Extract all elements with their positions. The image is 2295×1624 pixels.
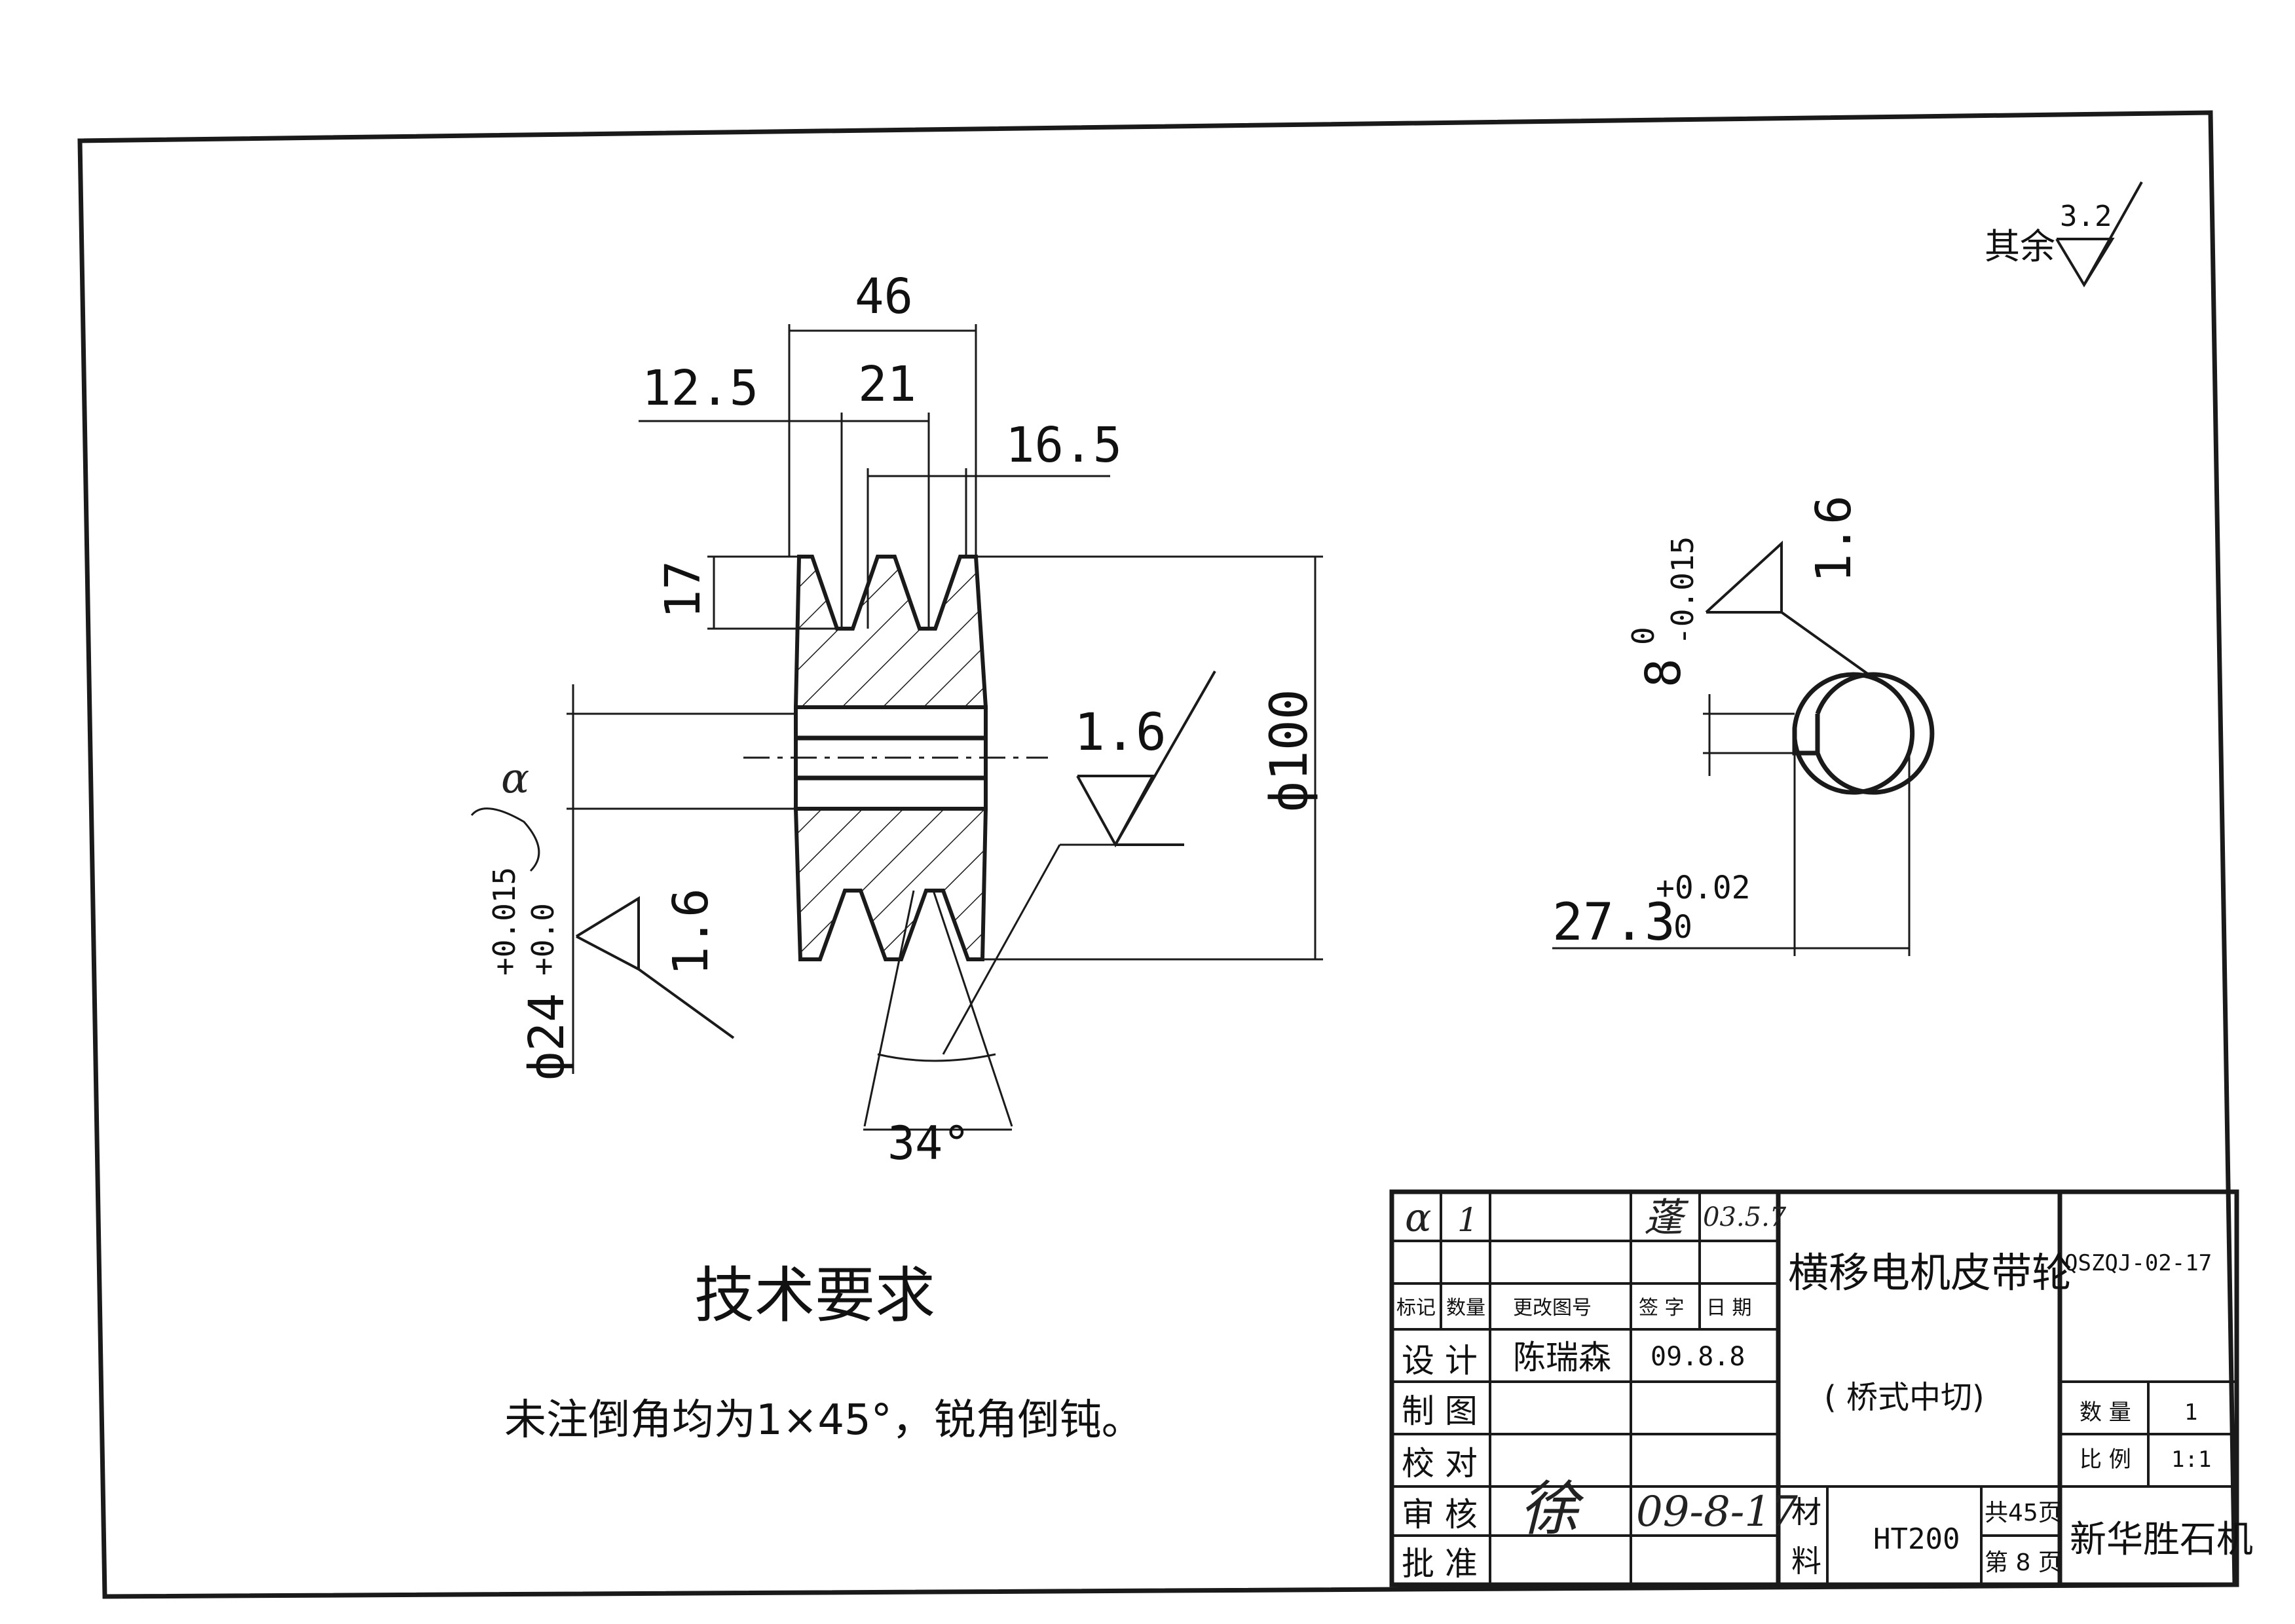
rev-count: 1 bbox=[1457, 1201, 1478, 1239]
dimension-groove-angle bbox=[863, 890, 1013, 1131]
dim-groove-pitch: 21 bbox=[858, 356, 916, 413]
dim-key-width-tol-upper: 0 bbox=[1626, 627, 1661, 645]
keyway-profile bbox=[1792, 672, 1915, 795]
header-date: 日 期 bbox=[1706, 1297, 1752, 1320]
title-block: α 1 蓬 03.5.7 标记 数量 更改图号 签 字 日 期 设 计 陈瑞森 … bbox=[1389, 1189, 2253, 1587]
key-roughness: 1.6 bbox=[1806, 495, 1862, 583]
review-sign: 徐 bbox=[1520, 1475, 1584, 1543]
review-label: 审 核 bbox=[1402, 1496, 1478, 1534]
roughness-groove: 1.6 bbox=[1074, 703, 1166, 762]
design-name: 陈瑞森 bbox=[1513, 1338, 1611, 1376]
dim-groove-depth: 17 bbox=[655, 561, 711, 619]
sheet-number: 第 8 页 bbox=[1985, 1549, 2062, 1576]
roughness-bore: 1.6 bbox=[663, 888, 719, 976]
groove-roughness-icon bbox=[1076, 671, 1216, 848]
quantity-value: 1 bbox=[2184, 1399, 2197, 1426]
dim-left-offset: 12.5 bbox=[642, 360, 758, 416]
bore-roughness-icon bbox=[575, 896, 735, 1039]
design-label: 设 计 bbox=[1402, 1342, 1478, 1380]
dim-overall-width: 46 bbox=[855, 268, 913, 325]
dim-key-depth-tol-lower: 0 bbox=[1673, 909, 1692, 946]
rev-date: 03.5.7 bbox=[1703, 1202, 1787, 1232]
scale-label: 比 例 bbox=[2080, 1447, 2131, 1473]
header-mark: 标记 bbox=[1396, 1297, 1436, 1320]
drawing-number: QSZQJ-02-17 bbox=[2064, 1250, 2212, 1276]
dimension-bore-diameter bbox=[567, 684, 796, 1074]
dim-groove-angle: 34° bbox=[887, 1116, 970, 1170]
tech-requirements-note: 未注倒角均为1×45°，锐角倒钝。 bbox=[504, 1396, 1144, 1445]
pulley-upper-section bbox=[793, 555, 988, 709]
header-quantity: 数量 bbox=[1446, 1297, 1485, 1320]
review-date: 09-8-17 bbox=[1636, 1488, 1798, 1536]
draw-label: 制 图 bbox=[1402, 1392, 1478, 1430]
dim-key-width-tol-lower: -0.015 bbox=[1665, 536, 1700, 645]
material-label-2: 料 bbox=[1791, 1543, 1821, 1579]
dim-bore-diameter: ф24 bbox=[519, 993, 575, 1080]
dim-key-depth-tol-upper: +0.02 bbox=[1656, 870, 1751, 906]
dim-key-depth: 27.3 bbox=[1552, 893, 1675, 952]
dimension-lines-top bbox=[639, 324, 1110, 630]
part-name: 横移电机皮带轮 bbox=[1788, 1249, 2072, 1297]
header-change-no: 更改图号 bbox=[1513, 1297, 1592, 1320]
pulley-section-view: 46 12.5 21 16.5 17 ф100 ф24 +0.015 +0.0 … bbox=[470, 268, 1323, 1170]
material-value: HT200 bbox=[1873, 1522, 1960, 1556]
check-label: 校 对 bbox=[1402, 1445, 1478, 1483]
surface-note-value: 3.2 bbox=[2060, 200, 2112, 233]
rev-mark: α bbox=[1405, 1195, 1432, 1241]
keyway-end-view: 1.6 8 0 -0.015 27.3 +0.02 0 bbox=[1552, 495, 1935, 956]
approve-label: 批 准 bbox=[1402, 1545, 1478, 1583]
header-signature: 签 字 bbox=[1639, 1297, 1685, 1320]
part-subtitle: ( 桥式中切) bbox=[1824, 1379, 1985, 1416]
dim-outer-diameter: ф100 bbox=[1260, 689, 1319, 812]
dim-right-offset: 16.5 bbox=[1005, 417, 1122, 473]
roughness-symbol-icon bbox=[2055, 181, 2143, 287]
company-name: 新华胜石机 bbox=[2070, 1519, 2253, 1561]
pulley-lower-section bbox=[793, 807, 988, 961]
surface-note-label: 其余 bbox=[1985, 226, 2055, 267]
tech-requirements-title: 技术要求 bbox=[694, 1261, 935, 1331]
quantity-label: 数 量 bbox=[2080, 1399, 2131, 1426]
dim-key-width: 8 bbox=[1635, 658, 1692, 688]
margin-mark: α bbox=[501, 754, 529, 803]
material-label-1: 材 bbox=[1791, 1494, 1821, 1530]
sheets-total: 共45页 bbox=[1985, 1500, 2062, 1526]
dim-bore-tol-upper: +0.015 bbox=[487, 867, 522, 976]
surface-roughness-note: 其余 3.2 bbox=[1985, 181, 2143, 287]
scale-value: 1:1 bbox=[2171, 1447, 2211, 1473]
dimension-outer-diameter bbox=[976, 555, 1323, 961]
rev-sign: 蓬 bbox=[1644, 1195, 1689, 1241]
dim-bore-tol-lower: +0.0 bbox=[525, 903, 561, 976]
drawing-border bbox=[77, 110, 2237, 1599]
design-date: 09.8.8 bbox=[1651, 1342, 1745, 1372]
key-roughness-icon bbox=[1705, 540, 1875, 679]
